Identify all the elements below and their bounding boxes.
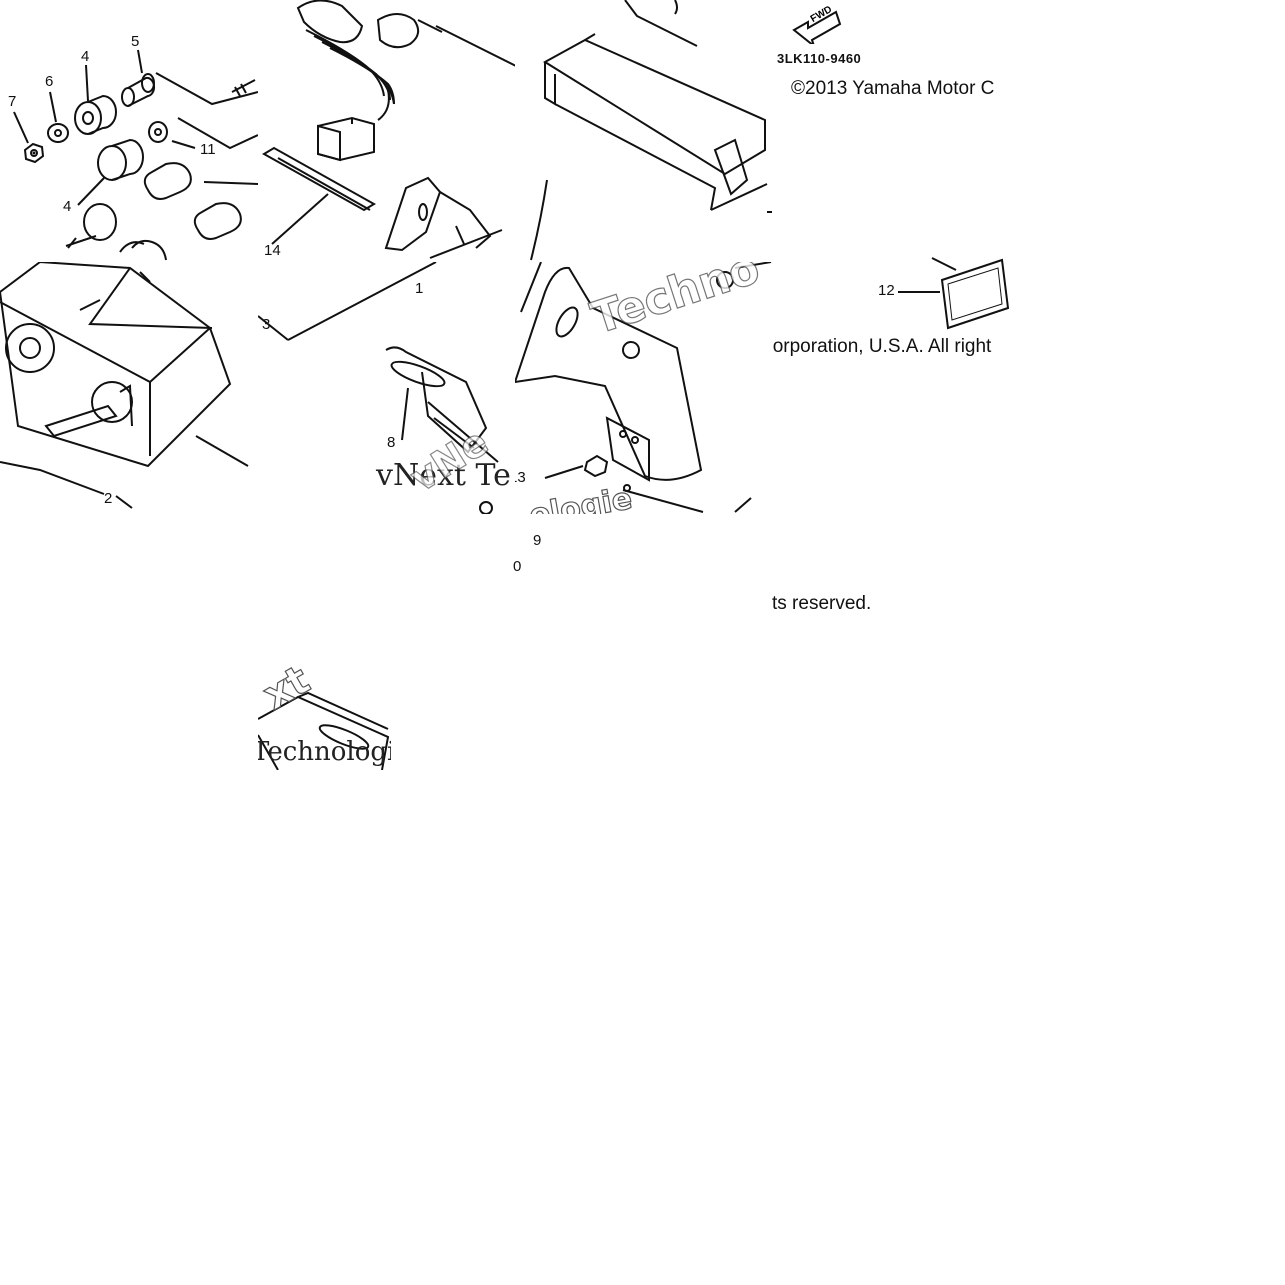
- parts-tile-harness: 14: [258, 0, 515, 262]
- hardware-parts-drawing: [13, 49, 258, 261]
- parts-reflector: 12: [860, 250, 1020, 330]
- license-bracket-drawing: [258, 262, 499, 514]
- parts-tile-hardware: 7 6 4 5 11 4: [0, 0, 258, 262]
- callout-12: 12: [878, 282, 895, 299]
- watermark-vnext: vNext Te: [376, 458, 511, 493]
- reflector-drawing: [898, 257, 1010, 330]
- callout-7: 7: [8, 93, 17, 110]
- parts-tile-fender: [515, 0, 772, 262]
- callout-9: 9: [533, 532, 542, 549]
- parts-tile-bracket: 13 Techno ologie: [515, 262, 772, 514]
- callout-11: 11: [200, 141, 216, 158]
- taillight-drawing: [0, 262, 249, 509]
- bracket-fragment-drawing: [258, 691, 390, 770]
- parts-tile-taillight: 2: [0, 262, 258, 514]
- parts-tile-license-bracket: 3 1 8 vNext Te vNe: [258, 262, 515, 514]
- callout-14: 14: [264, 242, 281, 259]
- fender-drawing: [530, 0, 772, 261]
- callout-4-lower: 4: [63, 198, 72, 215]
- callout-13: 13: [515, 469, 526, 486]
- diagram-code: 3LK110-9460: [777, 51, 862, 66]
- callout-2: 2: [104, 490, 113, 507]
- copyright-line-2: Corporation, U.S.A. All right: [759, 336, 992, 357]
- bracket-drawing: [515, 262, 772, 513]
- fwd-arrow-icon: FWD: [792, 0, 848, 49]
- copyright-line-1: ©2013 Yamaha Motor C: [791, 78, 995, 99]
- watermark-technologi: Technologi: [258, 737, 391, 767]
- copyright-line-3: ts reserved.: [772, 593, 872, 614]
- harness-drawing: [262, 0, 515, 259]
- callout-10: 0: [513, 558, 522, 575]
- parts-tile-fragment: xt Technologi: [258, 665, 391, 770]
- callout-6: 6: [45, 73, 54, 90]
- callout-4: 4: [81, 48, 90, 65]
- callout-8: 8: [387, 434, 396, 451]
- callout-1: 1: [415, 280, 424, 297]
- callout-3: 3: [262, 316, 271, 333]
- callout-5: 5: [131, 33, 140, 50]
